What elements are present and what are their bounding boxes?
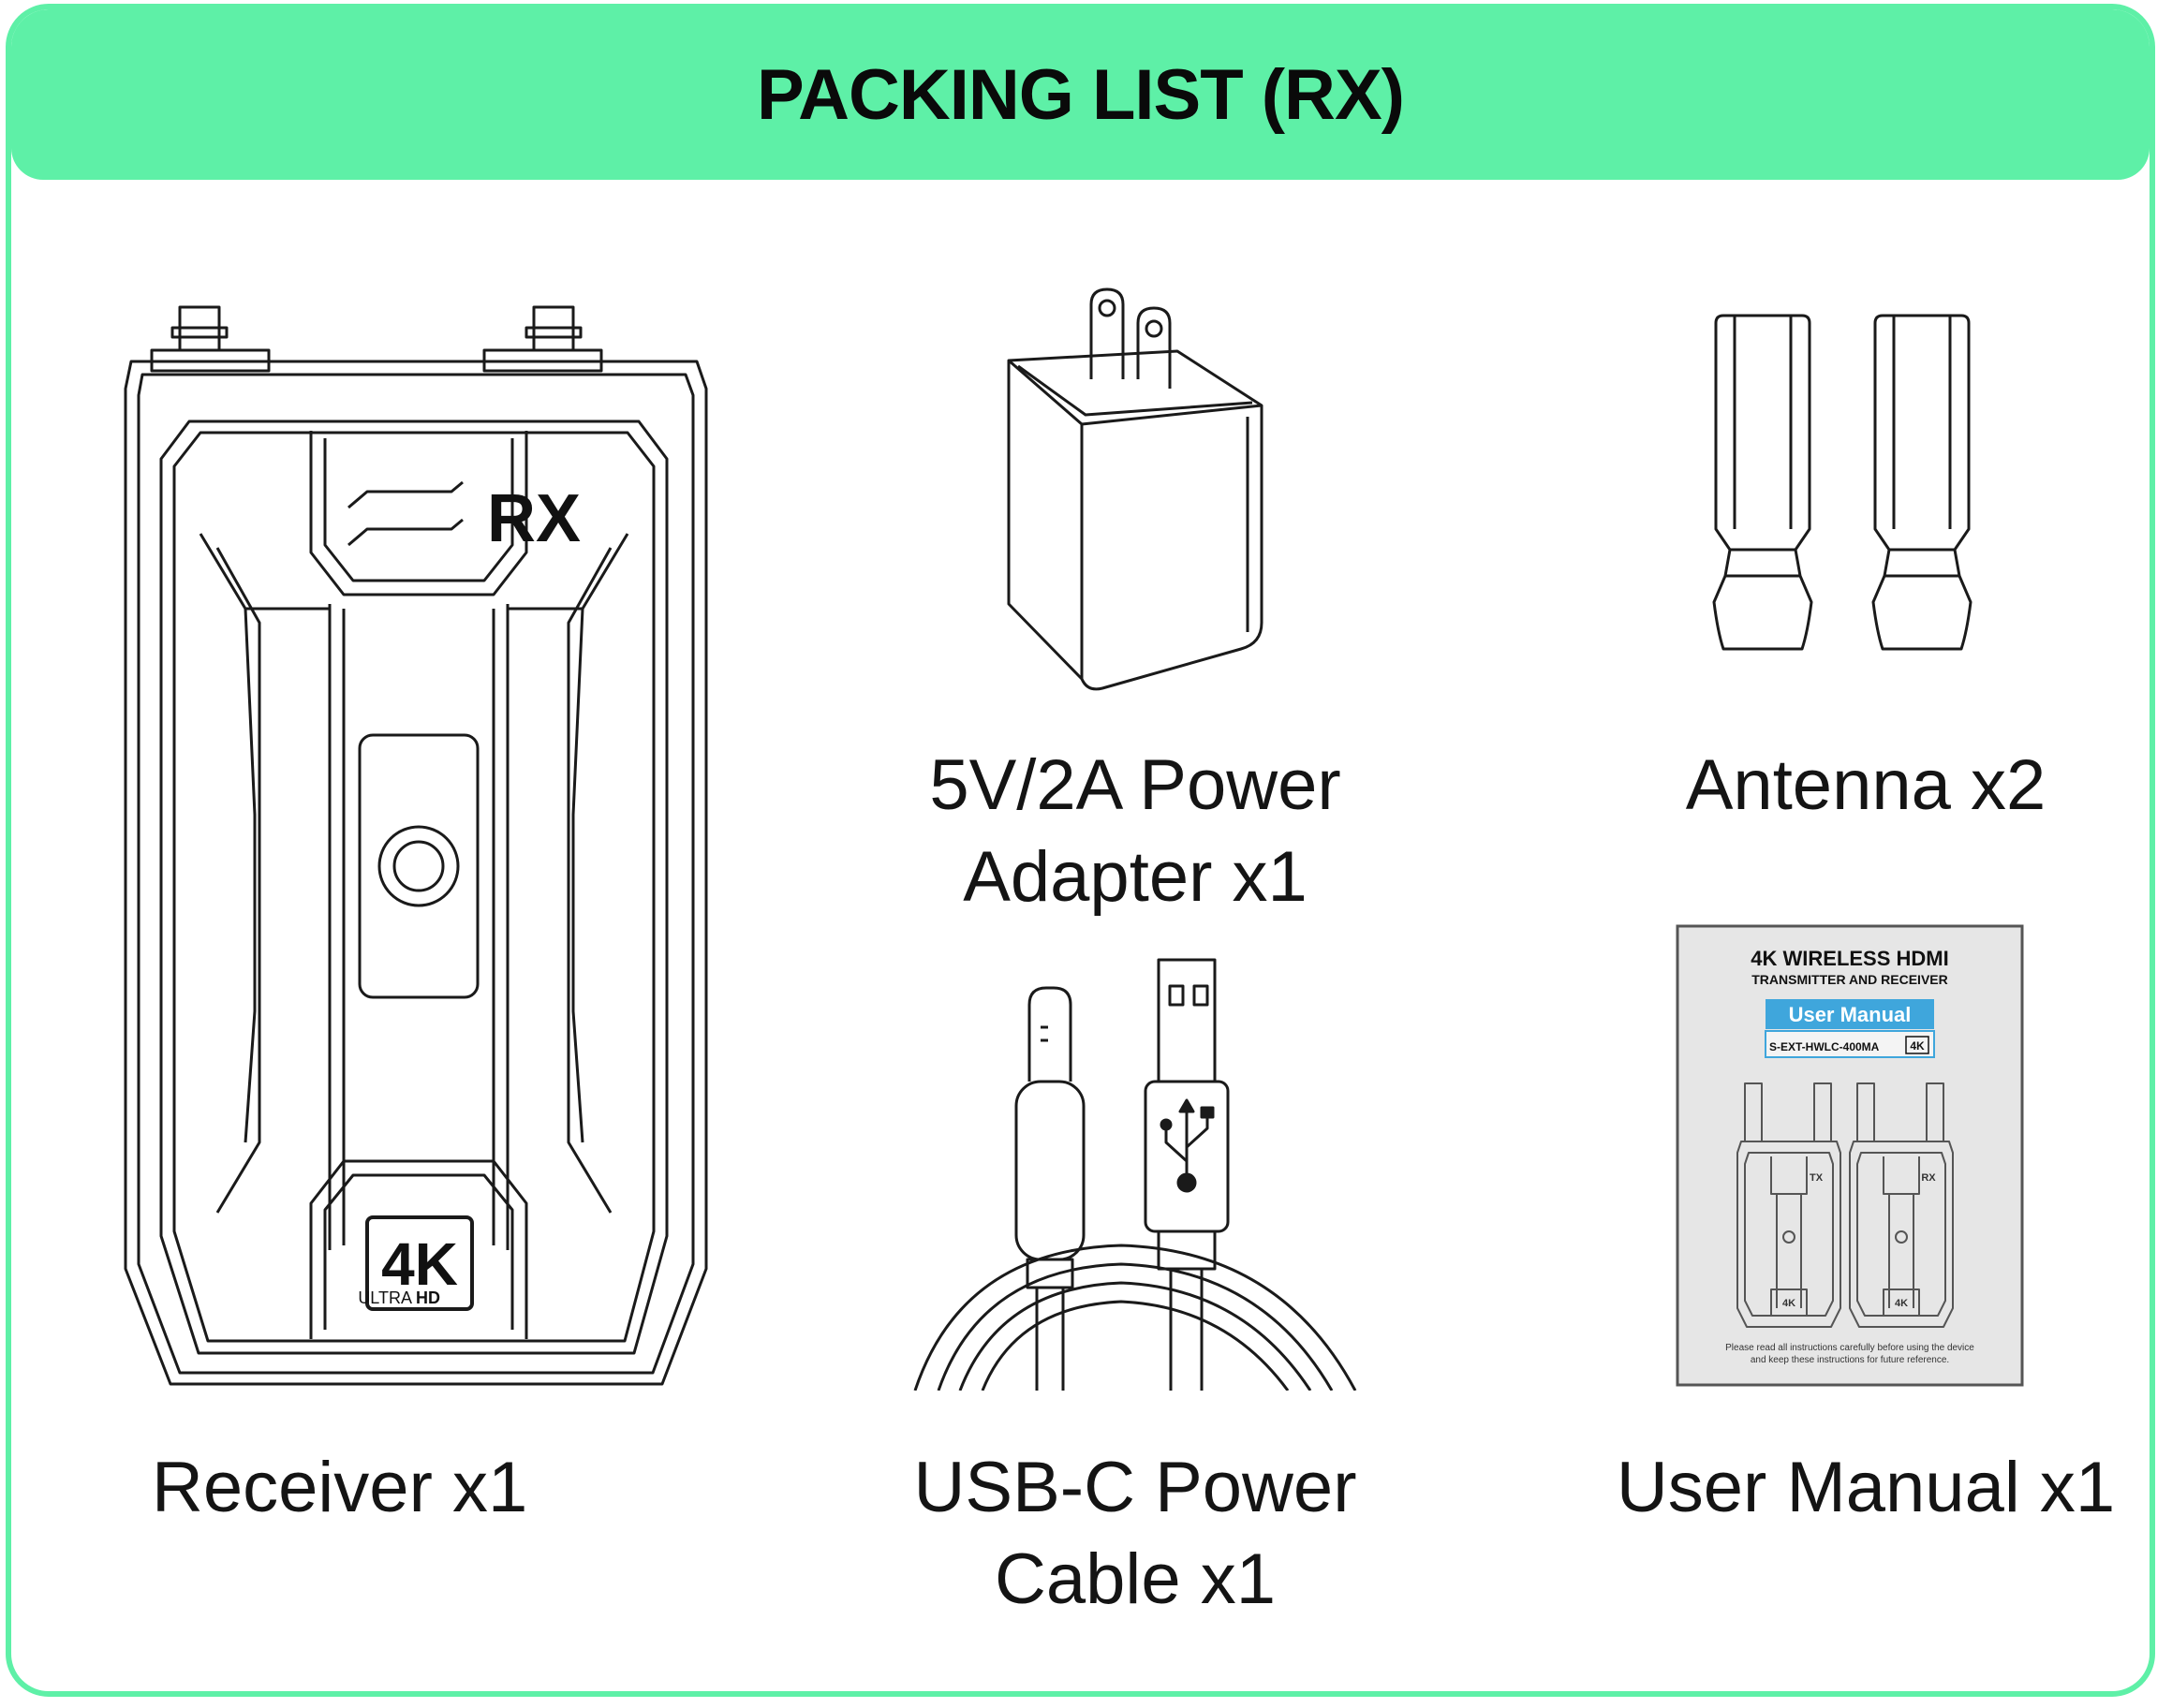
- receiver-badge-hd: HD: [416, 1288, 440, 1307]
- antenna-illustration: [1712, 314, 1973, 651]
- receiver-device-tag: RX: [487, 481, 581, 556]
- user-manual-illustration: 4K WIRELESS HDMI TRANSMITTER AND RECEIVE…: [1676, 924, 2024, 1387]
- power-adapter-illustration: [1007, 287, 1263, 691]
- receiver-badge-ultra: ULTRA: [358, 1288, 412, 1307]
- antenna-label: Antenna x2: [1685, 745, 2046, 825]
- manual-cover-note-line2: and keep these instructions for future r…: [1751, 1355, 1949, 1365]
- manual-cover-rx-tag: RX: [1921, 1172, 1936, 1184]
- manual-cover-banner: User Manual: [1789, 1003, 1912, 1026]
- usb-c-cable-label: USB-C Power Cable x1: [913, 1448, 1357, 1619]
- manual-cover-note-line1: Please read all instructions carefully b…: [1725, 1343, 1974, 1353]
- receiver-illustration: RX 4K ULTRA HD: [124, 305, 708, 1386]
- usb-c-cable-illustration: [913, 958, 1357, 1391]
- packing-list-panel: PACKING LIST (RX): [6, 4, 2155, 1697]
- header-bar: PACKING LIST (RX): [11, 9, 2150, 180]
- manual-cover-title: 4K WIRELESS HDMI: [1751, 947, 1948, 970]
- manual-cover-subtitle: TRANSMITTER AND RECEIVER: [1751, 972, 1948, 987]
- manual-cover-model: S-EXT-HWLC-400MA: [1769, 1040, 1880, 1053]
- user-manual-label: User Manual x1: [1616, 1448, 2116, 1527]
- page-title: PACKING LIST (RX): [757, 54, 1405, 135]
- receiver-4k-badge: 4K: [381, 1230, 458, 1298]
- power-adapter-label: 5V/2A Power Adapter x1: [929, 745, 1341, 917]
- manual-cover-rx-badge: 4K: [1895, 1298, 1908, 1309]
- receiver-label: Receiver x1: [152, 1448, 528, 1527]
- manual-cover-model-badge: 4K: [1910, 1039, 1925, 1053]
- manual-cover-tx-tag: TX: [1810, 1172, 1824, 1184]
- manual-cover-tx-badge: 4K: [1782, 1298, 1795, 1309]
